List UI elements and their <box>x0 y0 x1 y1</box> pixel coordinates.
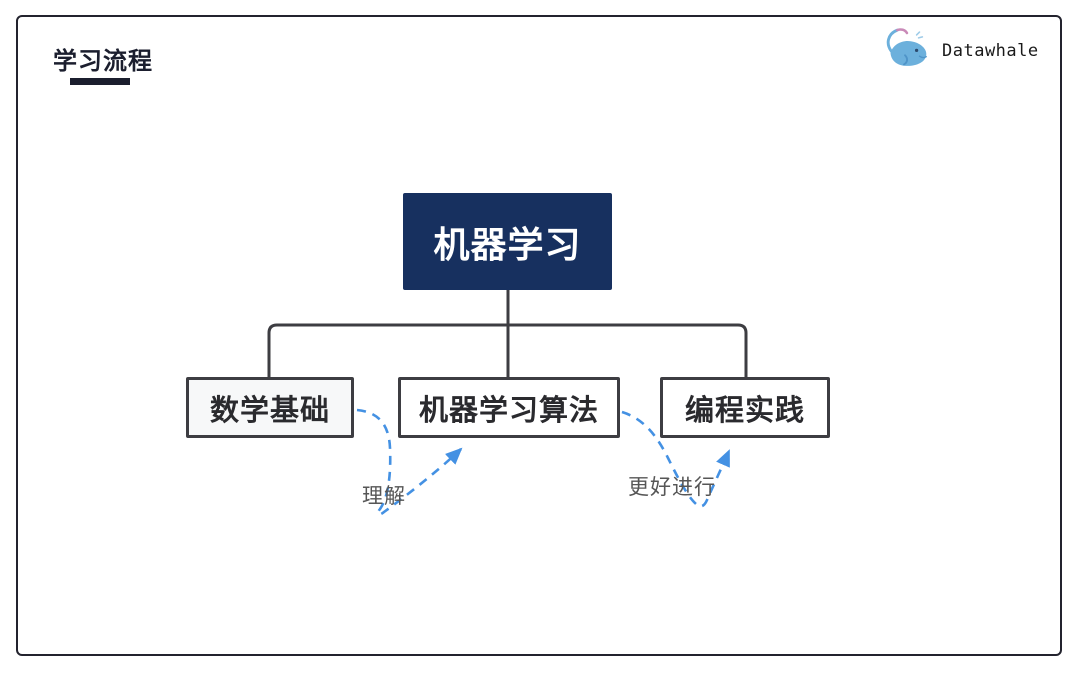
page-title: 学习流程 <box>53 48 153 75</box>
node-label: 机器学习 <box>433 223 582 265</box>
arrow-label-better-practice: 更好进行 <box>628 476 716 499</box>
slide-frame <box>16 15 1062 656</box>
title-underline <box>70 78 130 85</box>
node-label: 编程实践 <box>684 394 805 427</box>
node-ml-algorithms: 机器学习算法 <box>398 377 620 438</box>
node-machine-learning: 机器学习 <box>403 193 612 290</box>
node-programming-practice: 编程实践 <box>660 377 830 438</box>
brand-name: Datawhale <box>942 41 1039 61</box>
node-label: 机器学习算法 <box>418 394 599 427</box>
brand: Datawhale <box>876 24 1046 70</box>
node-math-foundation: 数学基础 <box>186 377 354 438</box>
node-label: 数学基础 <box>209 394 330 427</box>
whale-icon <box>886 28 927 66</box>
arrow-label-understand: 理解 <box>362 485 406 508</box>
